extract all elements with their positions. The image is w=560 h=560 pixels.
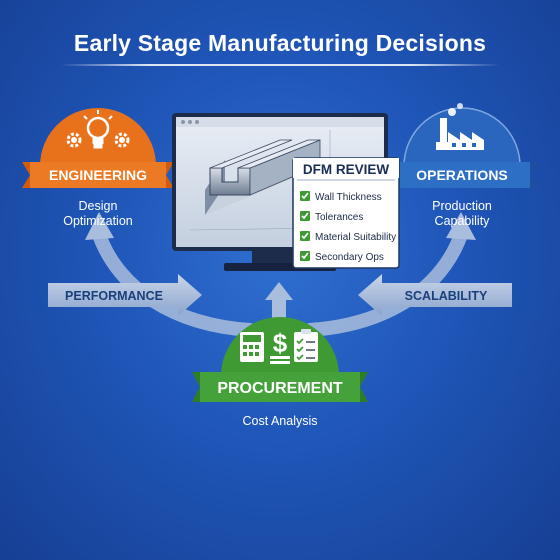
- dfm-item-material-suitability: Material Suitability: [300, 231, 396, 243]
- performance-label: PERFORMANCE: [65, 289, 163, 303]
- operations-node: OPERATIONS: [388, 103, 538, 188]
- checkmark-icon: [301, 232, 309, 240]
- dfm-review-panel: DFM REVIEW Wall Thickness Tolerances Mat…: [292, 157, 400, 269]
- svg-text:Wall Thickness: Wall Thickness: [315, 192, 382, 203]
- svg-text:Tolerances: Tolerances: [315, 212, 363, 223]
- engineering-node: ENGINEERING: [22, 108, 174, 188]
- title-underline: [60, 64, 500, 66]
- procurement-label: PROCUREMENT: [217, 380, 343, 397]
- operations-subtitle-line1: Production: [432, 199, 492, 213]
- svg-text:$: $: [273, 328, 288, 358]
- factory-icon: [436, 103, 484, 150]
- scalability-arrow: SCALABILITY: [358, 274, 512, 316]
- dfm-item-wall-thickness: Wall Thickness: [300, 191, 382, 203]
- checkmark-icon: [301, 212, 309, 220]
- operations-label: OPERATIONS: [416, 167, 508, 183]
- checkmark-icon: [301, 192, 309, 200]
- scalability-label: SCALABILITY: [405, 289, 488, 303]
- engineering-subtitle: Design Optimization: [48, 199, 148, 229]
- engineering-subtitle-line1: Design: [78, 199, 118, 213]
- procurement-subtitle: Cost Analysis: [242, 414, 318, 428]
- dfm-review-title: DFM REVIEW: [303, 162, 390, 177]
- dfm-item-secondary-ops: Secondary Ops: [300, 251, 384, 263]
- operations-subtitle: Production Capability: [412, 199, 512, 229]
- procurement-node: $ PROCUREMENT: [192, 317, 368, 402]
- calculator-dollar-checklist-icon: $: [240, 328, 318, 364]
- lightbulb-gears-icon: [66, 110, 130, 149]
- engineering-label: ENGINEERING: [49, 167, 147, 183]
- dfm-item-tolerances: Tolerances: [300, 211, 363, 223]
- svg-text:Material Suitability: Material Suitability: [315, 232, 396, 243]
- performance-arrow: PERFORMANCE: [48, 274, 202, 316]
- checkmark-icon: [301, 252, 309, 260]
- engineering-subtitle-line2: Optimization: [63, 214, 133, 228]
- page-title: Early Stage Manufacturing Decisions: [73, 30, 487, 56]
- svg-text:Secondary Ops: Secondary Ops: [315, 252, 384, 263]
- operations-subtitle-line2: Capability: [434, 214, 490, 228]
